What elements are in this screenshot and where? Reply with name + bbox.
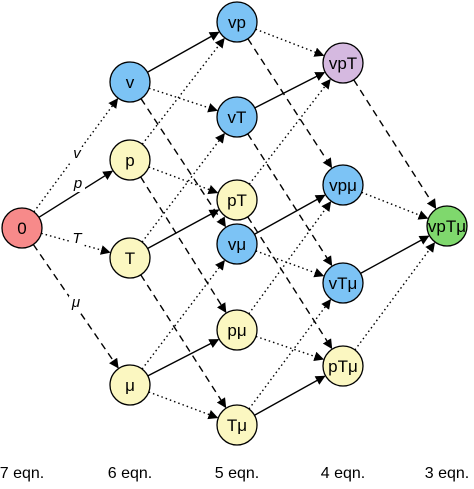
node-circle xyxy=(216,404,258,446)
node-circle xyxy=(109,139,151,181)
node-vp: vp xyxy=(216,1,258,43)
edge-mu-to-pmu xyxy=(147,338,220,377)
edge-pmu-to-vpmu xyxy=(248,201,332,315)
node-label: μ xyxy=(125,376,135,395)
node-circle xyxy=(216,1,258,43)
node-label: v xyxy=(126,73,135,92)
node-label: vT xyxy=(228,108,247,127)
node-circle xyxy=(216,309,258,351)
edge-0-to-v xyxy=(33,98,119,213)
node-circle xyxy=(1,207,43,249)
edge-mu-to-Tmu xyxy=(148,391,219,420)
edge-Tmu-to-pTmu xyxy=(254,375,326,416)
node-mu: μ xyxy=(109,364,151,406)
node-vpmu: vpμ xyxy=(322,164,364,206)
edge-pmu-to-pTmu xyxy=(255,335,325,362)
edge-v-to-vp xyxy=(147,31,220,73)
edges-layer xyxy=(32,28,437,420)
edge-v-to-vT xyxy=(148,87,218,113)
node-pT: pT xyxy=(216,179,258,221)
node-circle xyxy=(322,345,364,387)
node-circle xyxy=(109,364,151,406)
node-label: vpTμ xyxy=(428,217,466,236)
edge-label-bg xyxy=(71,177,85,192)
node-label: pTμ xyxy=(328,357,358,376)
edge-p-to-pmu xyxy=(140,176,227,314)
node-label: T xyxy=(125,249,135,268)
edge-vpT-to-vpTmu xyxy=(353,79,437,210)
column-labels: 7 eqn. 6 eqn. 5 eqn. 4 eqn. 3 eqn. xyxy=(0,465,469,482)
node-vT: vT xyxy=(216,96,258,138)
column-label: 6 eqn. xyxy=(108,465,152,482)
edge-vpmu-to-vpTmu xyxy=(361,191,429,220)
node-vTmu: vTμ xyxy=(322,262,364,304)
column-label: 5 eqn. xyxy=(215,465,259,482)
edge-label-μ: μ xyxy=(71,294,80,311)
edge-label-p: p xyxy=(73,175,82,192)
edge-vmu-to-vpmu xyxy=(254,194,326,235)
node-label: vTμ xyxy=(329,274,358,293)
node-T: T xyxy=(109,237,151,279)
edge-Tmu-to-vTmu xyxy=(248,299,332,410)
node-label: pμ xyxy=(227,321,246,340)
edge-p-to-pT xyxy=(148,166,219,195)
node-label: vμ xyxy=(228,235,246,254)
node-label: vp xyxy=(228,13,246,32)
edge-vTmu-to-vpTmu xyxy=(360,235,430,275)
edge-T-to-pT xyxy=(147,209,220,250)
node-circle xyxy=(216,223,258,265)
node-circle xyxy=(109,237,151,279)
node-label: Tμ xyxy=(227,416,247,435)
edge-labels-layer: vpTμ xyxy=(69,145,85,311)
node-0: 0 xyxy=(1,207,43,249)
edge-p-to-vp xyxy=(141,37,225,145)
edge-T-to-vT xyxy=(141,132,225,243)
node-p: p xyxy=(109,139,151,181)
edge-v-to-vmu xyxy=(140,98,227,228)
node-pmu: pμ xyxy=(216,309,258,351)
node-circle xyxy=(322,164,364,206)
column-label: 3 eqn. xyxy=(425,465,469,482)
edge-vT-to-vpT xyxy=(254,71,326,109)
node-Tmu: Tμ xyxy=(216,404,258,446)
node-circle xyxy=(109,61,151,103)
node-label: p xyxy=(125,151,134,170)
node-circle xyxy=(216,179,258,221)
edge-pT-to-vpT xyxy=(248,78,331,185)
node-v: v xyxy=(109,61,151,103)
edge-label-bg xyxy=(69,296,83,311)
edge-mu-to-vmu xyxy=(141,259,225,370)
node-circle xyxy=(322,42,364,84)
edge-T-to-Tmu xyxy=(140,274,227,409)
edge-vp-to-vpmu xyxy=(247,38,333,169)
edge-vp-to-vpT xyxy=(255,28,325,57)
edge-label-T: T xyxy=(72,230,83,247)
node-label: vpμ xyxy=(329,176,357,195)
node-vpTmu: vpTμ xyxy=(426,205,468,247)
edge-vT-to-vTmu xyxy=(247,133,333,267)
edge-label-bg xyxy=(70,232,84,247)
column-label: 7 eqn. xyxy=(0,465,44,482)
edge-label-bg xyxy=(70,147,84,162)
column-label: 4 eqn. xyxy=(321,465,365,482)
node-vmu: vμ xyxy=(216,223,258,265)
edge-label-v: v xyxy=(73,145,82,162)
node-pTmu: pTμ xyxy=(322,345,364,387)
edge-pTmu-to-vpTmu xyxy=(354,242,436,351)
node-label: pT xyxy=(227,191,247,210)
edge-pT-to-pTmu xyxy=(247,216,333,350)
node-circle xyxy=(216,96,258,138)
node-label: vpT xyxy=(329,54,357,73)
edge-0-to-p xyxy=(38,170,114,218)
node-circle xyxy=(426,205,468,247)
node-vpT: vpT xyxy=(322,42,364,84)
node-circle xyxy=(322,262,364,304)
edge-vmu-to-vTmu xyxy=(255,250,325,278)
edge-0-to-T xyxy=(41,232,111,255)
node-label: 0 xyxy=(17,219,26,238)
